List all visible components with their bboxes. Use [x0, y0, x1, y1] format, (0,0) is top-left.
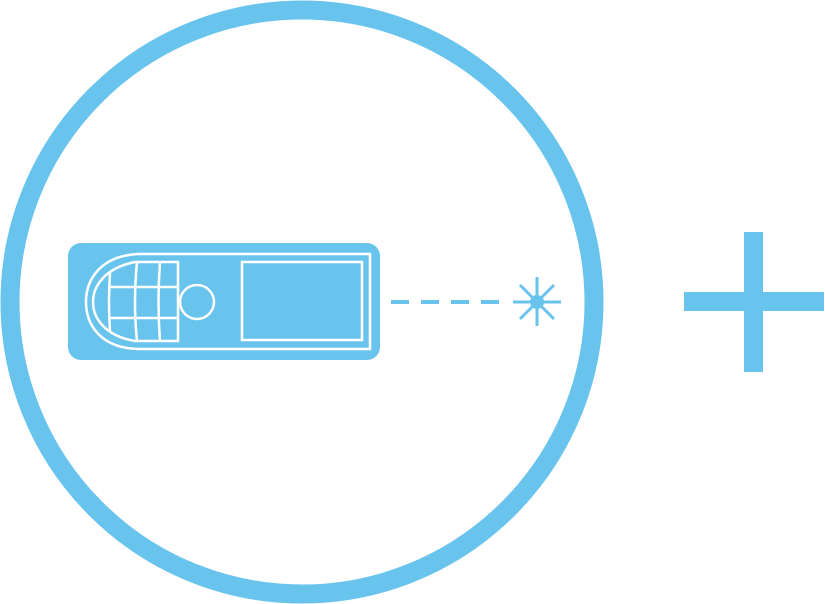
- device-body: [68, 243, 380, 360]
- circle-frame: [0, 0, 604, 604]
- keypad-outline: [91, 260, 180, 343]
- plus-icon: [684, 232, 824, 372]
- device-outline: [84, 252, 372, 351]
- measure-button: [178, 283, 216, 321]
- device-screen: [240, 260, 364, 342]
- laser-distance-meter-icon: [68, 243, 380, 360]
- laser-target-burst-icon: [513, 277, 561, 326]
- keypad-grid: [107, 261, 178, 342]
